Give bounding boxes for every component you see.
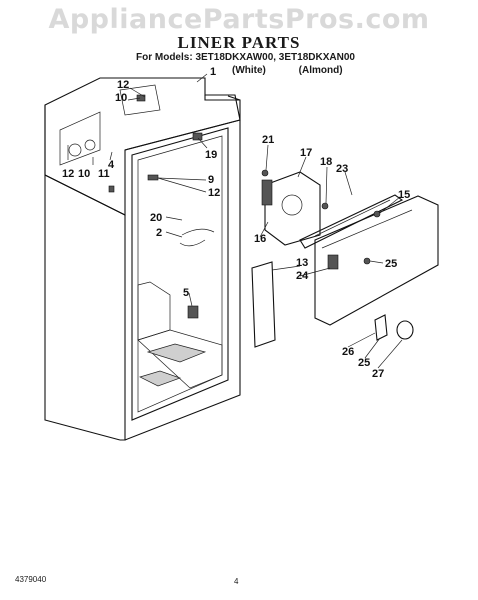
callout-20: 20 [150,212,162,224]
callout-25-bottom: 25 [358,357,370,369]
callout-13: 13 [296,257,308,269]
page-number: 4 [234,577,239,586]
callout-10-top: 10 [115,92,127,104]
callout-15: 15 [398,189,410,201]
variant-white: (White) [232,65,266,76]
callout-12-top: 12 [117,79,129,91]
callout-17: 17 [300,147,312,159]
callout-23: 23 [336,163,348,175]
callout-24: 24 [296,270,309,282]
callout-11: 11 [98,168,110,180]
callout-26: 26 [342,346,354,358]
diagram-title: LINER PARTS [177,33,301,52]
callout-12-left: 12 [62,168,74,180]
callout-numbers: 1 12 10 19 12 10 11 4 9 12 20 2 5 21 17 … [62,66,410,380]
callout-19: 19 [205,149,217,161]
callout-1: 1 [210,66,216,78]
control-assembly [251,169,439,348]
variant-labels: (White) (Almond) [232,65,373,76]
callout-27: 27 [372,368,384,380]
liner-cabinet [44,77,241,441]
callout-21: 21 [262,134,274,146]
callout-18: 18 [320,156,332,168]
callout-4: 4 [108,159,115,171]
callout-25-right: 25 [385,258,397,270]
callout-16: 16 [254,233,266,245]
variant-almond: (Almond) [298,65,343,76]
callout-5: 5 [183,287,189,299]
watermark: AppliancePartsPros.com [48,4,430,35]
models-line: For Models: 3ET18DKXAW00, 3ET18DKXAN00 [136,52,355,63]
callout-9: 9 [208,174,214,186]
document-number: 4379040 [15,575,47,584]
callout-10-left: 10 [78,168,90,180]
callout-2: 2 [156,227,162,239]
leader-lines [67,73,403,369]
callout-12-mid: 12 [208,187,220,199]
